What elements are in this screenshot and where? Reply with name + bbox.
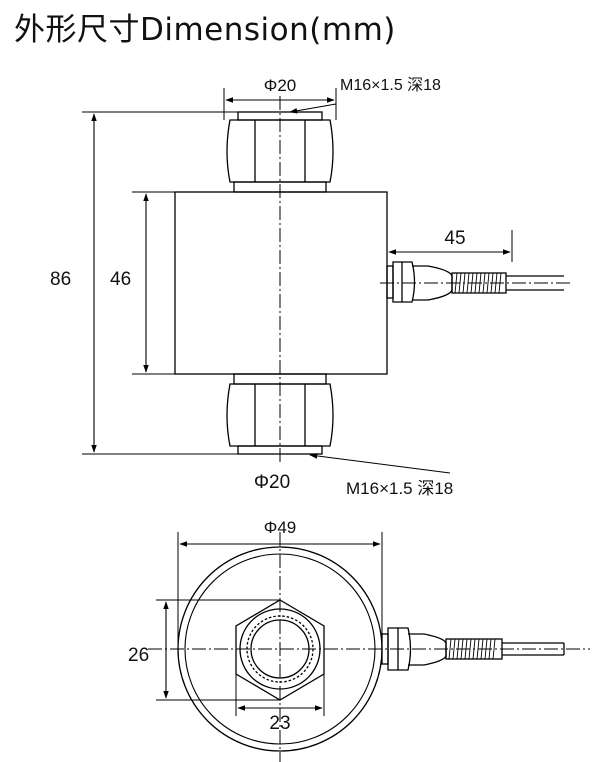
top-thread-label: M16×1.5 深18	[340, 76, 441, 94]
top-view	[148, 532, 590, 762]
body-height-label: 46	[110, 269, 131, 290]
cable-length-label: 45	[444, 228, 465, 249]
load-cell-body	[174, 191, 388, 375]
side-cable-connector	[386, 261, 564, 303]
bottom-thread-leader	[309, 453, 451, 474]
overall-height-label: 86	[50, 269, 71, 290]
bottom-bore-label: Φ20	[254, 472, 290, 493]
side-view	[82, 88, 572, 474]
hex-height-label: 26	[128, 645, 149, 666]
body-diameter-label: Φ49	[264, 518, 296, 537]
top-thread-leader	[289, 103, 337, 114]
top-hex-nut	[226, 119, 334, 183]
bottom-thread-label: M16×1.5 深18	[346, 479, 453, 498]
bottom-hex-nut	[226, 383, 334, 447]
top-bore-label: Φ20	[264, 76, 296, 95]
hex-width-label: 23	[269, 713, 290, 734]
page-title: 外形尺寸Dimension(mm)	[14, 12, 396, 48]
